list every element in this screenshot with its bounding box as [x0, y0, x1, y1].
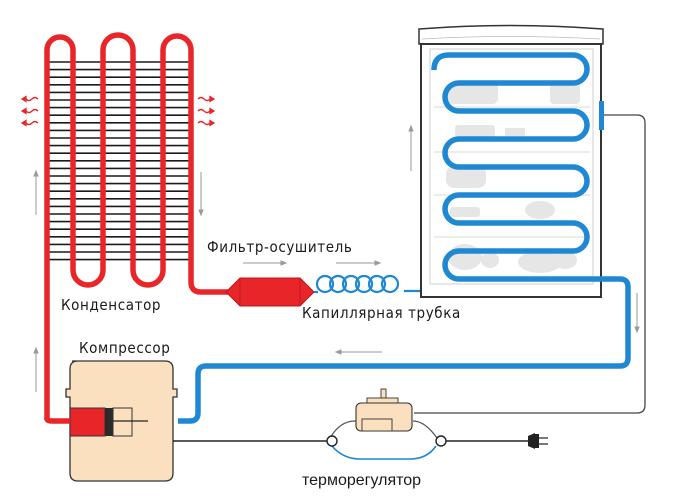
condenser-fins — [47, 61, 191, 261]
capillary-coil — [341, 274, 361, 294]
capillary-coil — [367, 274, 387, 294]
heat-wave-arrowhead — [209, 107, 216, 115]
heat-wave — [25, 96, 39, 102]
thermostat-sensor — [599, 101, 604, 130]
thermostat-terminal-right — [435, 435, 447, 447]
filter-drier — [225, 277, 315, 307]
power-wiring — [173, 420, 528, 442]
heat-release-right-icon — [197, 95, 216, 127]
heat-wave-arrowhead — [20, 95, 27, 103]
capillary-tube — [314, 70, 436, 294]
heat-wave — [25, 120, 39, 126]
label-capillary-tube: Капиллярная трубка — [302, 304, 461, 322]
heat-wave-arrowhead — [209, 119, 216, 127]
thermostat-body — [355, 388, 413, 432]
heat-wave-arrowhead — [20, 107, 27, 115]
heat-wave-arrowhead — [209, 95, 216, 103]
heat-wave — [197, 96, 211, 102]
evaporator-tube — [178, 52, 631, 424]
thermostat-contact-bridge — [331, 445, 437, 460]
thermostat-terminal-left — [326, 435, 338, 447]
capillary-coil — [354, 274, 374, 294]
label-compressor: Компрессор — [79, 339, 170, 357]
piston-head — [105, 408, 113, 436]
heat-wave — [197, 108, 211, 114]
flow-arrows — [33, 124, 640, 392]
heat-release-left-icon — [20, 95, 39, 127]
capillary-coil — [328, 274, 348, 294]
label-condenser: Конденсатор — [61, 296, 161, 314]
condenser-tube — [44, 32, 228, 420]
capillary-coil — [315, 274, 335, 294]
label-thermostat: терморегулятор — [302, 472, 421, 489]
heat-wave — [25, 108, 39, 114]
capillary-coil — [380, 274, 400, 294]
condenser — [44, 32, 228, 420]
compressor — [65, 360, 178, 482]
heat-wave — [197, 120, 211, 126]
label-filter-drier: Фильтр-осушитель — [207, 238, 352, 256]
sensor-capillary-wire — [414, 114, 646, 414]
heat-wave-arrowhead — [20, 119, 27, 127]
piston-chamber-hot — [69, 407, 106, 437]
power-plug-icon — [528, 433, 548, 449]
